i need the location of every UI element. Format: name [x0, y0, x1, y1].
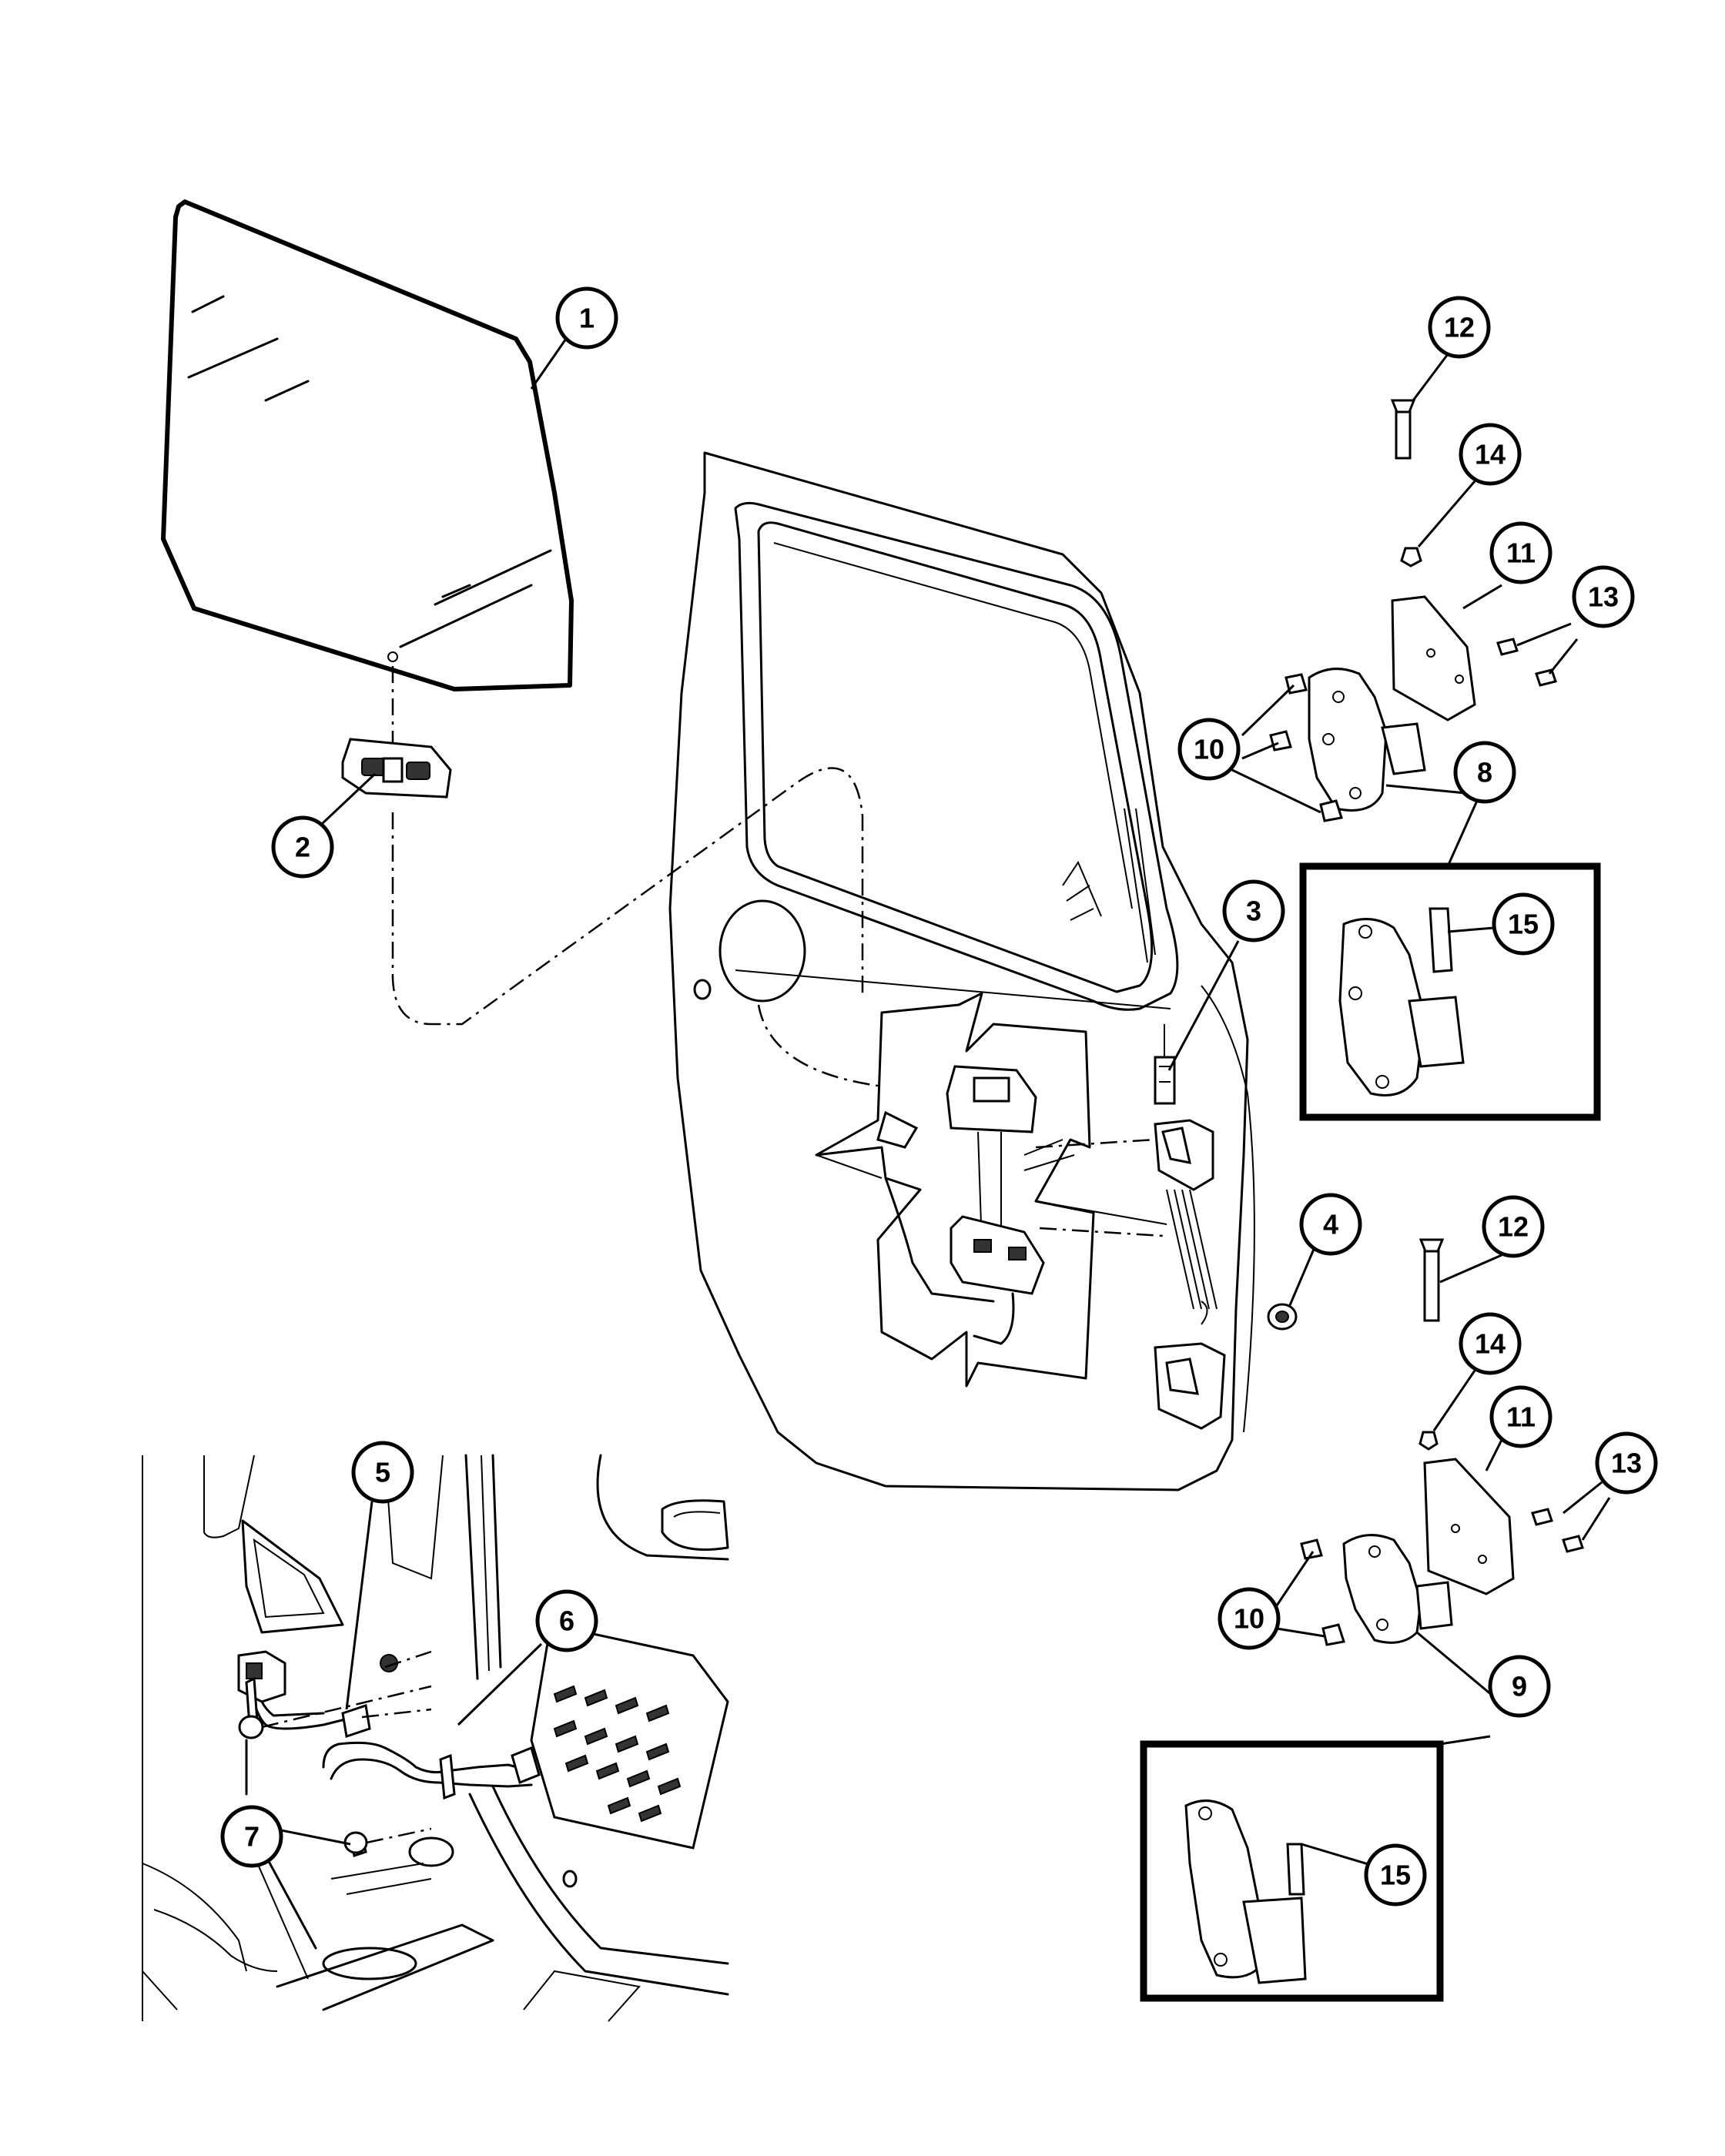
door-glass: [161, 199, 574, 691]
callout-15-lower: 15: [1364, 1843, 1427, 1907]
callout-4-label: 4: [1323, 1209, 1338, 1240]
callout-11-lower-label: 11: [1506, 1401, 1536, 1433]
upper-hinge-inset: [1299, 862, 1601, 1121]
callout-3: 3: [1222, 879, 1285, 942]
lower-hinge-inset-detail: [1184, 1799, 1307, 1984]
leader-lines: [273, 338, 1611, 1869]
callout-9-label: 9: [1512, 1671, 1527, 1702]
callout-12-upper: 12: [1428, 296, 1491, 359]
callout-12-upper-label: 12: [1444, 312, 1475, 343]
callout-4: 4: [1299, 1193, 1362, 1256]
callout-6: 6: [535, 1589, 598, 1652]
door-latch: [1154, 1024, 1226, 1430]
callout-5-label: 5: [375, 1457, 390, 1488]
lower-hinge-group: [1300, 1238, 1584, 1646]
callout-10-upper-label: 10: [1194, 734, 1224, 765]
callout-13-upper: 13: [1572, 565, 1635, 628]
assembly-line-glass: [391, 666, 864, 1026]
callout-10-lower: 10: [1218, 1587, 1281, 1650]
callout-11-upper-label: 11: [1506, 537, 1536, 569]
upper-hinge-group: [1269, 399, 1557, 822]
regulator-cutout: [757, 992, 1167, 1388]
callout-14-upper: 14: [1459, 423, 1522, 486]
callout-13-lower-label: 13: [1611, 1448, 1642, 1479]
callout-10-lower-label: 10: [1234, 1603, 1264, 1635]
callout-5: 5: [351, 1441, 414, 1504]
callout-8: 8: [1453, 741, 1516, 804]
callout-15-upper-label: 15: [1508, 909, 1539, 940]
callout-6-label: 6: [559, 1605, 574, 1637]
callout-7-label: 7: [244, 1821, 260, 1853]
glass-channel: [341, 738, 452, 798]
callout-1-label: 1: [579, 303, 595, 334]
callout-12-lower: 12: [1482, 1195, 1545, 1258]
lower-hinge-inset: [1140, 1740, 1444, 2002]
upper-hinge-inset-detail: [1338, 907, 1465, 1096]
callout-9: 9: [1488, 1655, 1551, 1718]
callout-13-lower: 13: [1595, 1431, 1658, 1495]
callout-7: 7: [220, 1805, 283, 1868]
door-bumper: [1267, 1303, 1298, 1331]
callout-2: 2: [271, 815, 334, 879]
callout-12-lower-label: 12: [1498, 1211, 1529, 1243]
callout-8-label: 8: [1477, 757, 1492, 788]
callout-2-label: 2: [295, 832, 310, 863]
callout-14-lower: 14: [1459, 1312, 1522, 1375]
callout-15-upper: 15: [1492, 892, 1555, 956]
callout-15-lower-label: 15: [1380, 1860, 1411, 1891]
callout-14-upper-label: 14: [1475, 439, 1506, 470]
callout-1: 1: [555, 286, 618, 350]
callout-3-label: 3: [1246, 896, 1261, 927]
callout-10-upper: 10: [1177, 718, 1241, 781]
door-shell: [668, 451, 1255, 1491]
callout-13-upper-label: 13: [1588, 581, 1619, 613]
callout-11-upper: 11: [1489, 521, 1552, 584]
callout-14-lower-label: 14: [1475, 1328, 1506, 1360]
callout-11-lower: 11: [1489, 1385, 1552, 1448]
wiring-inset: [142, 1454, 729, 2022]
